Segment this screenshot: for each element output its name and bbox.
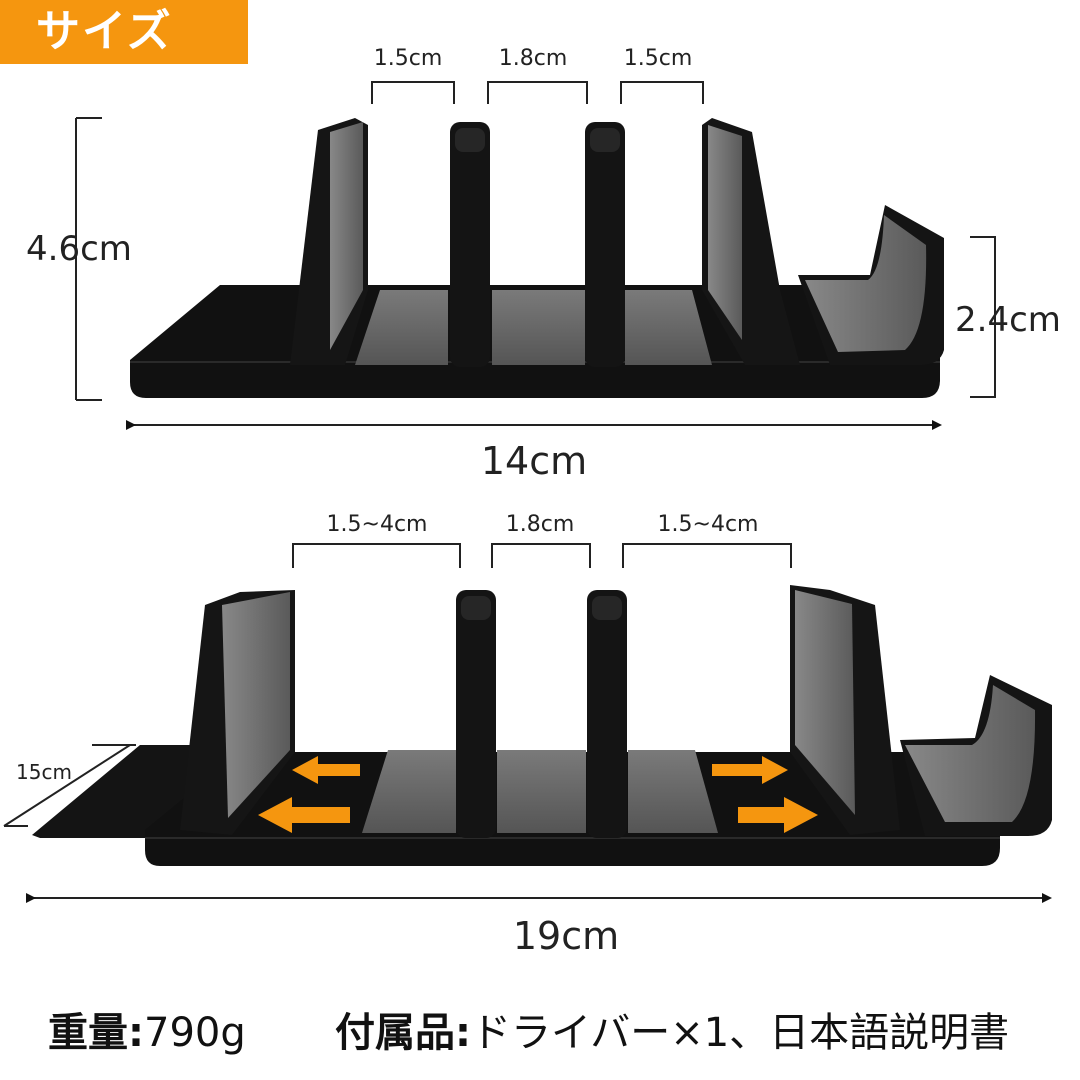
divider xyxy=(585,122,625,367)
slot-pad xyxy=(492,290,585,365)
weight-label: 重量: xyxy=(48,1010,144,1056)
gap-label-left: 1.5cm xyxy=(373,46,443,71)
gap-label-right: 1.5cm xyxy=(623,46,693,71)
arrow-left-icon xyxy=(258,797,350,833)
section-title: サイズ xyxy=(36,6,173,57)
top-dimension-lines xyxy=(75,81,996,430)
slot-pad xyxy=(628,750,718,833)
side-height-label: 2.4cm xyxy=(955,300,1061,340)
height-label: 4.6cm xyxy=(26,229,132,269)
gap-label-middle: 1.8cm xyxy=(498,46,568,71)
accessories-value: ドライバー×1、日本語説明書 xyxy=(471,1010,1010,1056)
slot-pad xyxy=(355,290,448,365)
gap-label-middle-expanded: 1.8cm xyxy=(505,512,575,537)
weight-value: 790g xyxy=(144,1010,246,1056)
weight-info: 重量:790g xyxy=(48,1013,246,1053)
divider xyxy=(450,122,490,367)
stand-compact xyxy=(130,118,944,398)
accessories-info: 付属品:ドライバー×1、日本語説明書 xyxy=(335,1013,1009,1053)
expand-arrows xyxy=(258,756,818,833)
bottom-dimension-lines xyxy=(3,543,1052,903)
gap-label-left-expanded: 1.5~4cm xyxy=(326,512,428,537)
stand-expanded xyxy=(32,585,1052,866)
slot-pad xyxy=(497,750,586,833)
slot-pad xyxy=(625,290,712,365)
accessories-label: 付属品: xyxy=(335,1010,471,1056)
depth-label: 15cm xyxy=(16,760,72,784)
arrow-left-icon xyxy=(292,756,360,784)
gap-label-right-expanded: 1.5~4cm xyxy=(657,512,759,537)
arrow-right-icon xyxy=(712,756,788,784)
slot-pad xyxy=(362,750,456,833)
divider xyxy=(587,590,627,838)
arrow-right-icon xyxy=(738,797,818,833)
width-label-expanded: 19cm xyxy=(512,914,620,958)
divider xyxy=(456,590,496,838)
section-badge: サイズ xyxy=(0,0,248,64)
width-label-compact: 14cm xyxy=(480,439,588,483)
